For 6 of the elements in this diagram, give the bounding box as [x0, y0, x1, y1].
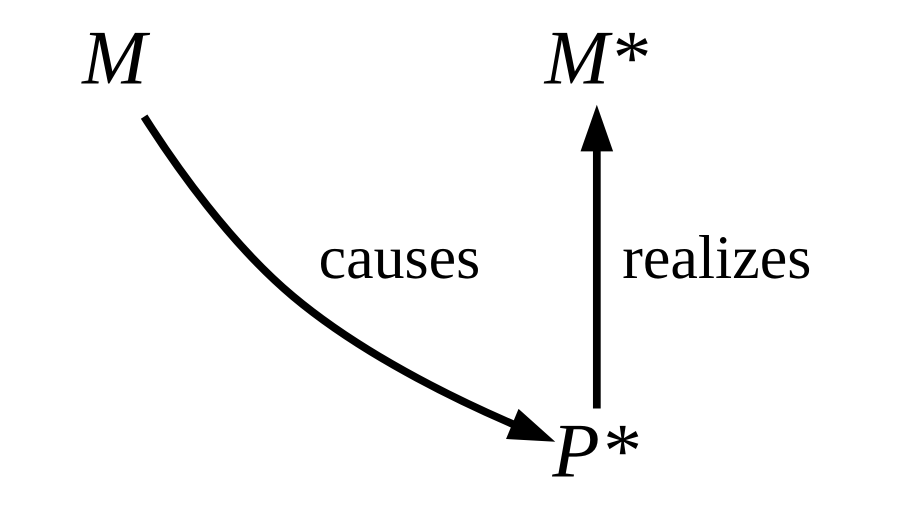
- edge-label: causes: [318, 224, 480, 292]
- node-text: M*: [544, 14, 648, 101]
- edge-label: realizes: [622, 224, 812, 292]
- node-text: P*: [552, 407, 638, 494]
- arrow: [580, 104, 614, 408]
- arrow: [140, 114, 556, 442]
